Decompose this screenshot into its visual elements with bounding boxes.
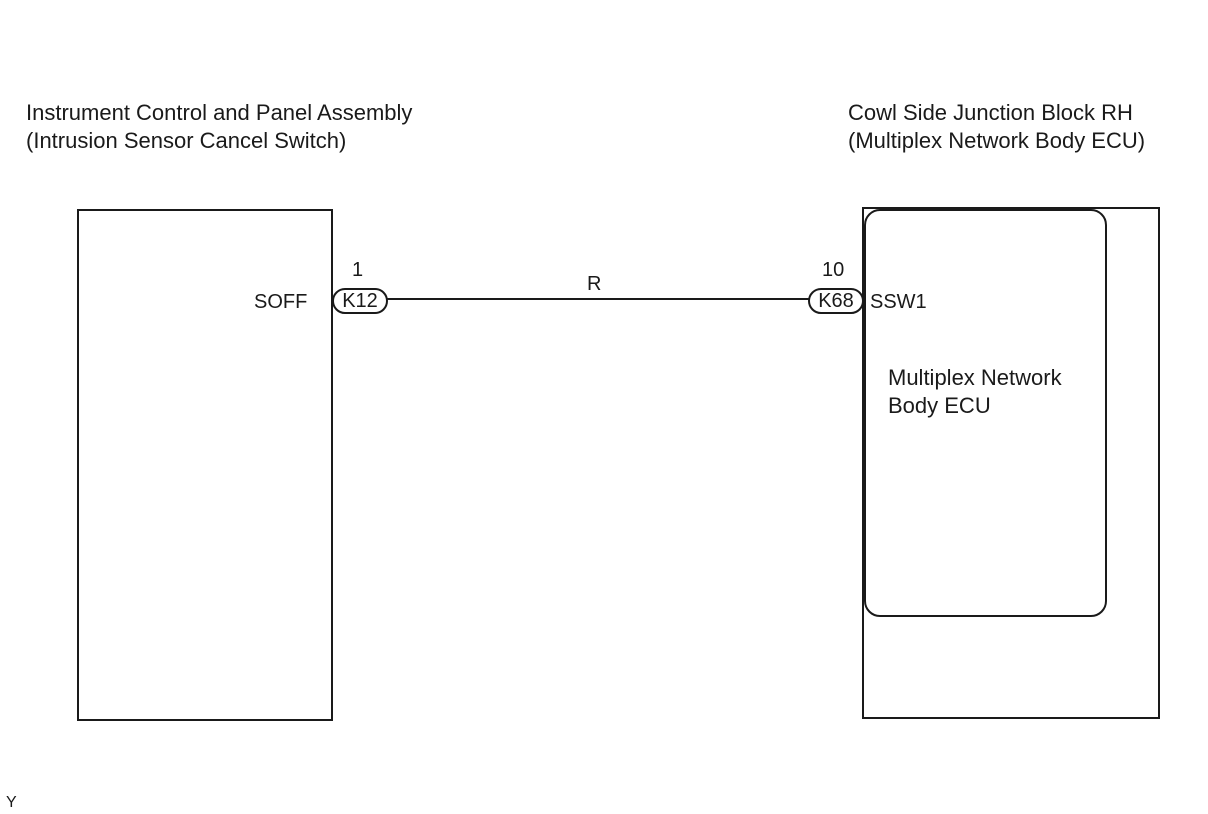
left-pin-number: 1: [352, 259, 364, 281]
right-component-title: Cowl Side Junction Block RH (Multiplex N…: [848, 99, 1145, 155]
left-component-title: Instrument Control and Panel Assembly (I…: [26, 99, 412, 155]
right-pin-number: 10: [822, 259, 845, 281]
wire-color-label: R: [587, 273, 602, 295]
right-component-title-line2: (Multiplex Network Body ECU): [848, 128, 1146, 153]
ecu-inner-box: [864, 209, 1107, 617]
ecu-inner-label-line2: Body ECU: [888, 393, 991, 418]
right-component-title-line1: Cowl Side Junction Block RH: [848, 100, 1133, 125]
right-terminal-name: SSW1: [870, 291, 927, 313]
left-component-box: [77, 209, 333, 721]
wire-line: [386, 298, 810, 300]
left-connector-k12: K12: [332, 288, 388, 314]
right-component-box: [862, 207, 1160, 719]
ecu-inner-label: Multiplex Network Body ECU: [888, 364, 1062, 420]
right-connector-k68: K68: [808, 288, 864, 314]
ecu-inner-label-line1: Multiplex Network: [888, 365, 1062, 390]
left-component-title-line1: Instrument Control and Panel Assembly: [26, 100, 413, 125]
left-component-title-line2: (Intrusion Sensor Cancel Switch): [26, 128, 347, 153]
left-terminal-name: SOFF: [254, 291, 308, 313]
footer-mark: Y: [6, 794, 17, 811]
